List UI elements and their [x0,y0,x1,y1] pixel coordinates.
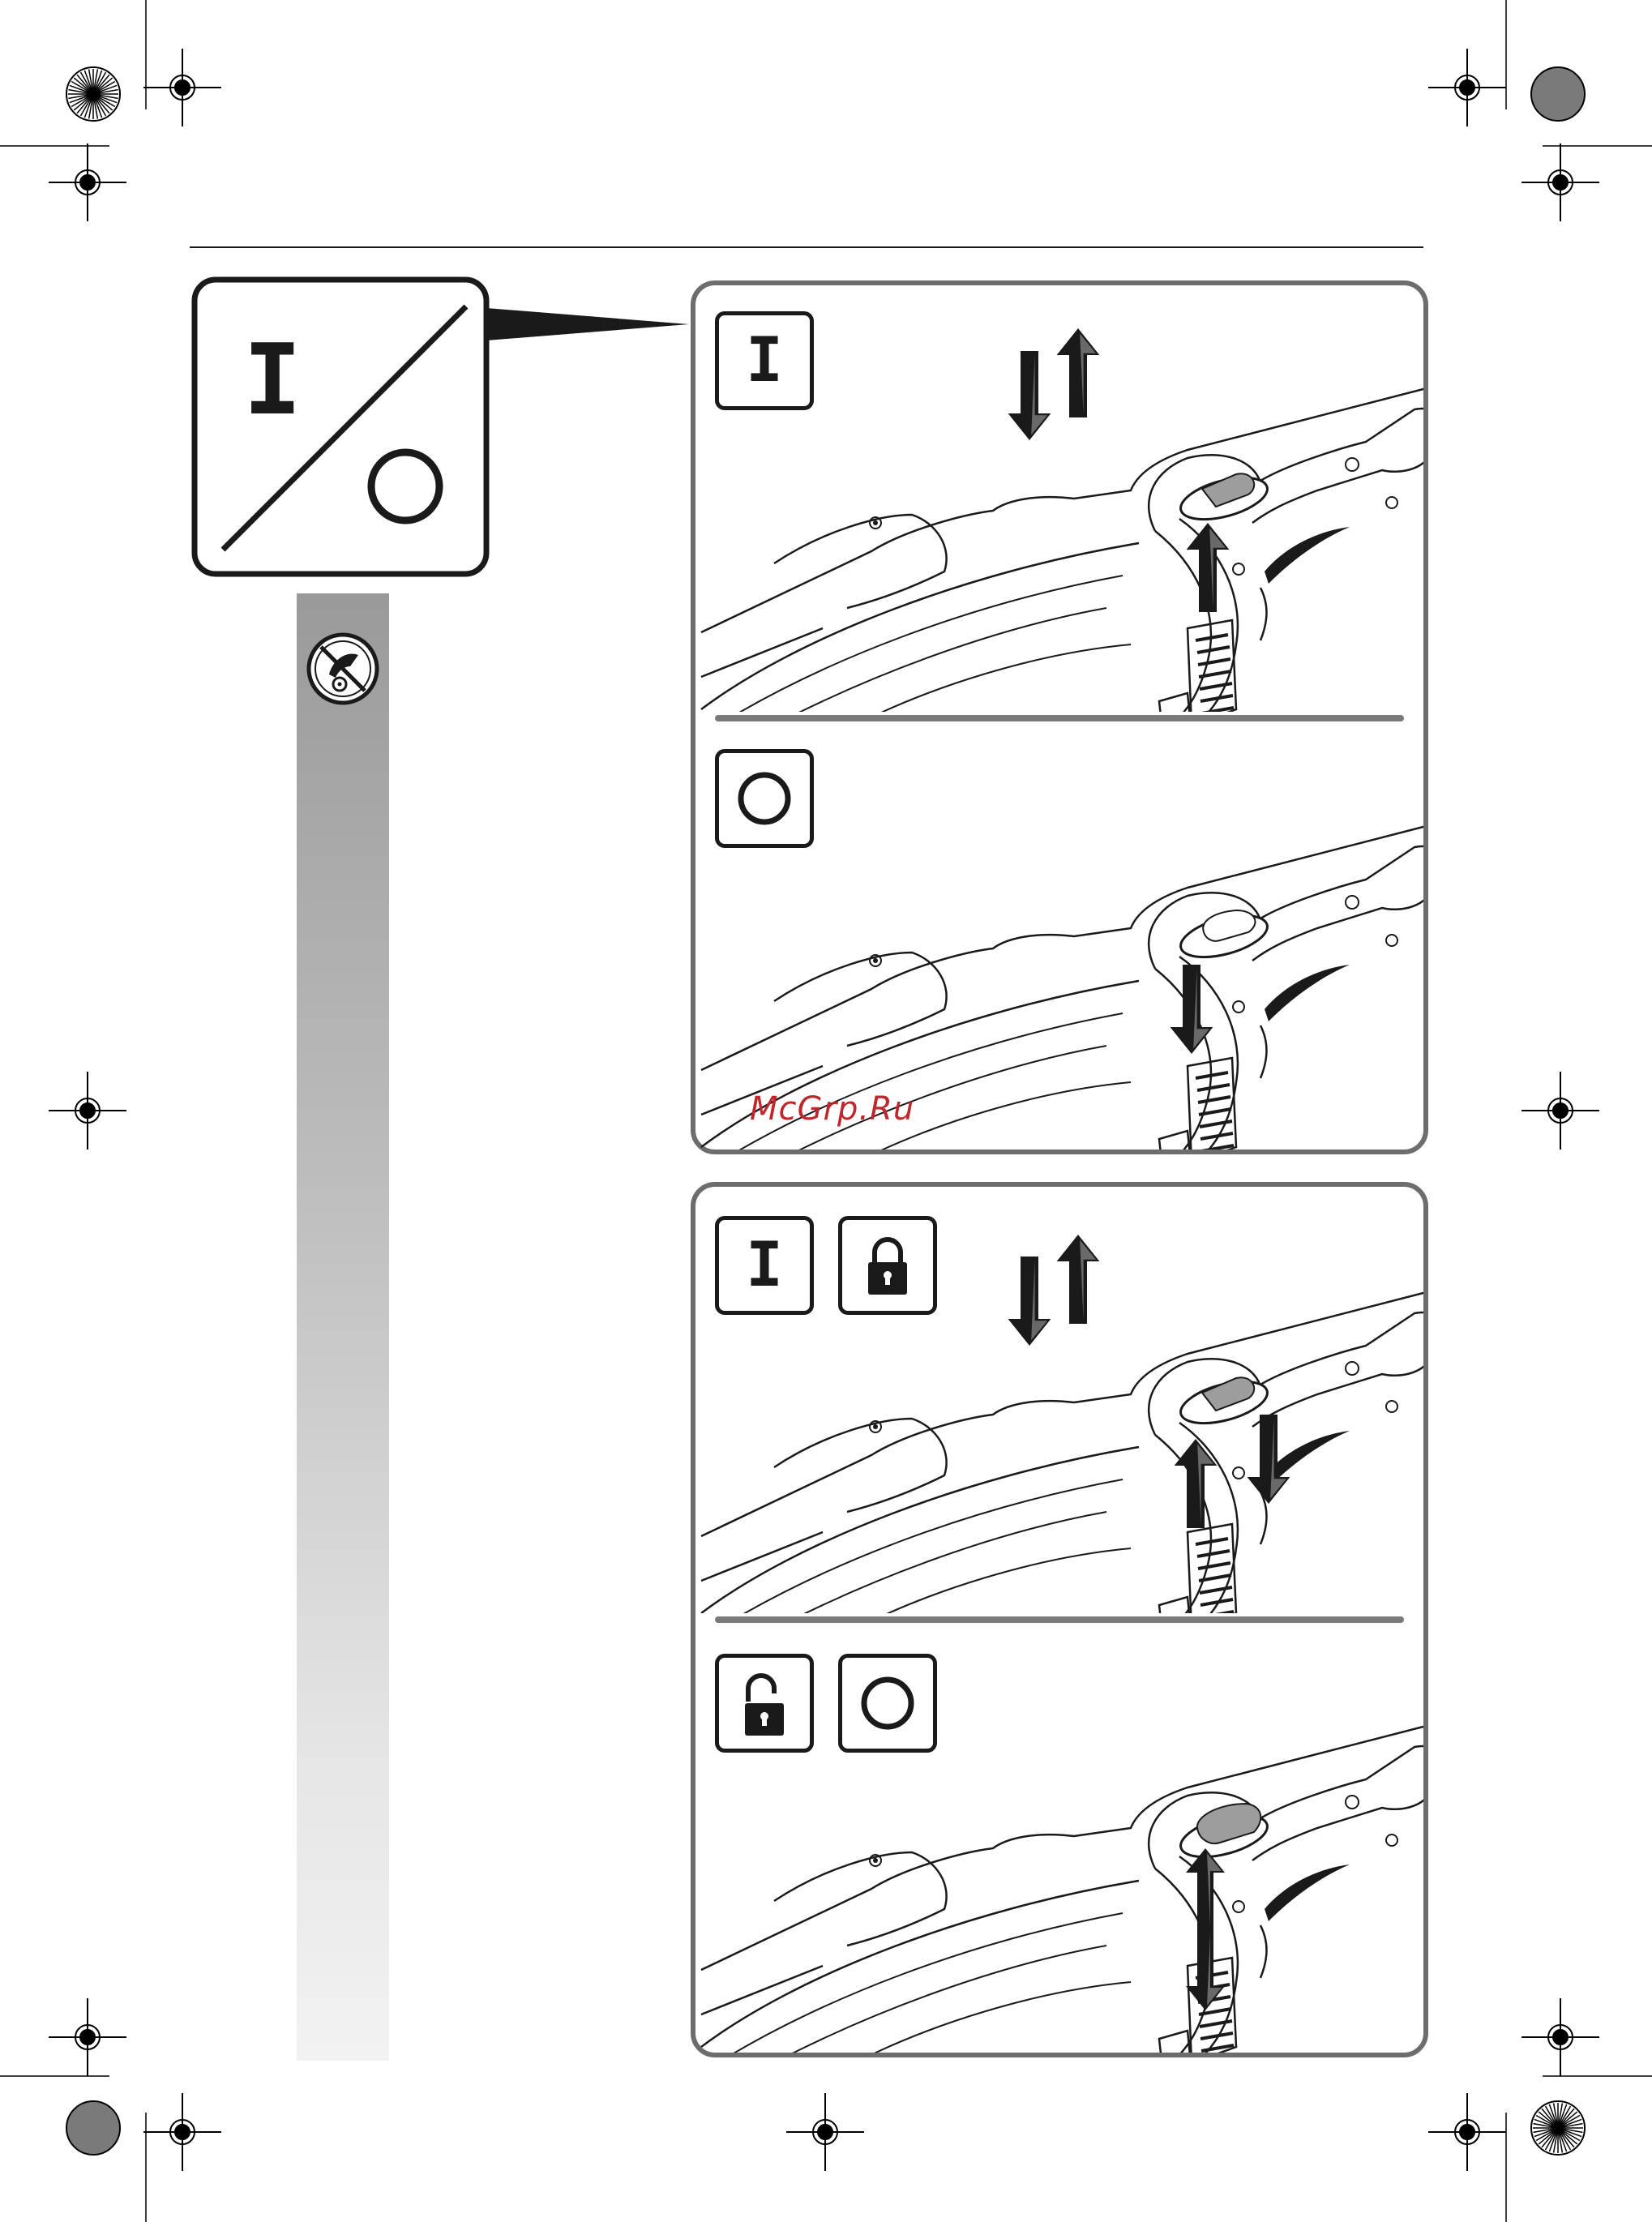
arrow-up-icon [1057,328,1100,417]
arrow-down-icon [1008,1257,1051,1346]
arrow-up-icon [1186,1848,1225,1929]
arrow-down-icon [1008,351,1051,440]
arrow-up-icon [1057,1235,1100,1324]
tool-drawing-on [701,369,1520,738]
tool-drawing-unlock [701,1706,1520,2075]
tool-drawing-locked [701,1273,1520,1642]
watermark-text: McGrp.Ru [750,1090,914,1128]
